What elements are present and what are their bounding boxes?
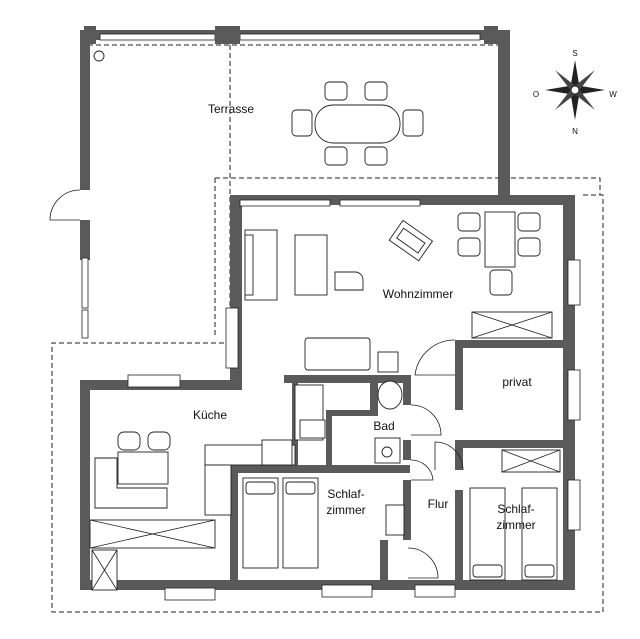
bedroom-1-beds: [242, 477, 319, 569]
terrace-dining-table: [291, 81, 424, 166]
kitchen-furniture: [89, 384, 324, 591]
compass-south-label: S: [572, 49, 577, 58]
room-label-private: privat: [502, 375, 532, 389]
compass-west-label: W: [609, 90, 617, 99]
doors: [385, 339, 464, 579]
windows: [127, 199, 581, 601]
room-label-hallway: Flur: [428, 497, 449, 511]
room-label-bedroom-2-line1: Schlaf-: [497, 502, 534, 516]
room-label-kitchen: Küche: [193, 408, 227, 422]
room-label-bedroom-1-line2: zimmer: [326, 503, 365, 517]
room-label-bedroom-1-line1: Schlaf-: [327, 487, 364, 501]
bedroom-2-beds: [469, 449, 561, 581]
room-label-bedroom-2-line2: zimmer: [496, 518, 535, 532]
compass-east-label: O: [533, 90, 539, 99]
room-label-terrace: Terrasse: [208, 102, 254, 116]
living-room-furniture: [244, 211, 553, 373]
room-label-bathroom: Bad: [373, 419, 394, 433]
compass-icon: [545, 60, 605, 120]
room-label-living-room: Wohnzimmer: [383, 287, 453, 301]
compass-north-label: N: [572, 127, 578, 136]
terrace-door: [49, 185, 90, 240]
bathroom-fixtures: [299, 380, 403, 464]
terrace-frame: [80, 26, 510, 339]
